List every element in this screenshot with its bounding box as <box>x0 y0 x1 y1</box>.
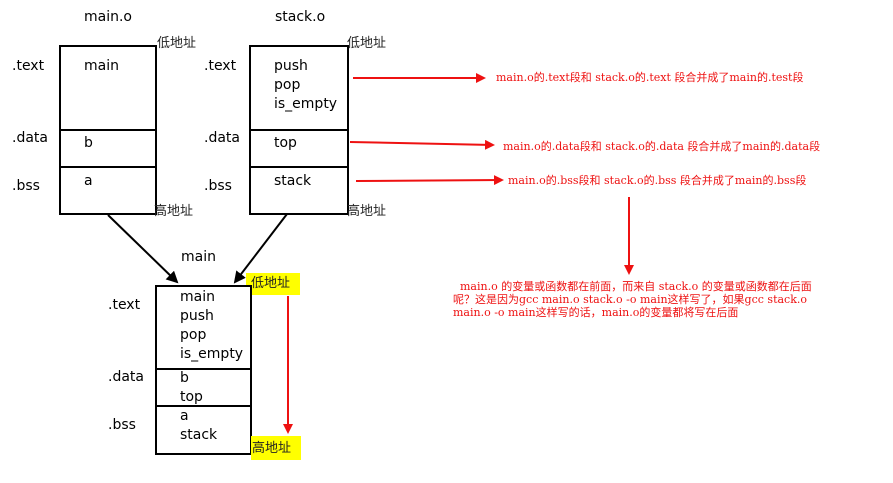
stack-o-divider-bss <box>249 166 349 168</box>
merged-text-item: pop <box>180 327 207 343</box>
merged-text-section-label: .text <box>108 297 141 313</box>
merged-bss-section-label: .bss <box>108 417 136 433</box>
merged-text-item: is_empty <box>180 346 244 362</box>
data-merge-arrow <box>349 139 495 150</box>
main-o-data-section-label: .data <box>12 130 48 146</box>
merged-bss-item: stack <box>180 427 218 443</box>
stack-o-divider-data <box>249 129 349 131</box>
explanation-line-2: 呢？这是因为gcc main.o stack.o -o main这样写了，如果g… <box>453 293 807 306</box>
merged-data-item: b <box>180 370 189 386</box>
text-merge-note: main.o的.text段和 stack.o的.text 段合并成了main的.… <box>496 71 804 84</box>
stack-o-text-item: is_empty <box>274 96 338 112</box>
main-o-title: main.o <box>84 9 132 25</box>
main-o-high-address-label: 高地址 <box>154 204 194 219</box>
main-o-low-address-label: 低地址 <box>157 36 197 51</box>
merged-divider-bss <box>155 405 252 407</box>
stack-o-text-item: push <box>274 58 308 74</box>
main-o-data-item: b <box>84 135 93 151</box>
stack-o-text-item: pop <box>274 77 301 93</box>
merged-bss-item: a <box>180 408 189 424</box>
stack-o-data-item: top <box>274 135 297 151</box>
merged-data-item: top <box>180 389 203 405</box>
merged-title: main <box>181 249 216 265</box>
stack-o-title: stack.o <box>275 9 326 25</box>
merged-data-section-label: .data <box>108 369 144 385</box>
data-merge-note: main.o的.data段和 stack.o的.data 段合并成了main的.… <box>503 140 821 153</box>
stack-o-high-address-label: 高地址 <box>347 204 387 219</box>
merged-box <box>155 285 252 455</box>
stack-o-bss-item: stack <box>274 173 312 189</box>
explanation-line-3: main.o -o main这样写的话，main.o的变量都将写在后面 <box>453 306 739 319</box>
merge-arrow-left <box>107 214 179 284</box>
main-o-divider-data <box>59 129 157 131</box>
bss-merge-arrow <box>355 175 504 186</box>
bss-merge-note: main.o的.bss段和 stack.o的.bss 段合并成了main的.bs… <box>508 174 807 187</box>
low-address-highlight <box>246 273 300 295</box>
stack-o-data-section-label: .data <box>204 130 240 146</box>
main-o-divider-bss <box>59 166 157 168</box>
main-o-bss-section-label: .bss <box>12 178 40 194</box>
explanation-line-1: main.o 的变量或函数都在前面，而来自 stack.o 的变量或函数都在后面 <box>460 280 812 293</box>
main-o-text-item: main <box>84 58 119 74</box>
stack-o-text-section-label: .text <box>204 58 237 74</box>
merge-arrow-right <box>233 213 288 284</box>
stack-o-bss-section-label: .bss <box>204 178 232 194</box>
high-address-highlight <box>251 436 301 460</box>
main-o-bss-item: a <box>84 173 93 189</box>
merged-text-item: push <box>180 308 214 324</box>
merged-low-address-label: 低地址 <box>251 276 291 291</box>
stack-o-low-address-label: 低地址 <box>347 36 387 51</box>
merged-divider-data <box>155 368 252 370</box>
main-o-text-section-label: .text <box>12 58 45 74</box>
merged-high-address-label: 高地址 <box>252 441 292 456</box>
merged-text-item: main <box>180 289 215 305</box>
